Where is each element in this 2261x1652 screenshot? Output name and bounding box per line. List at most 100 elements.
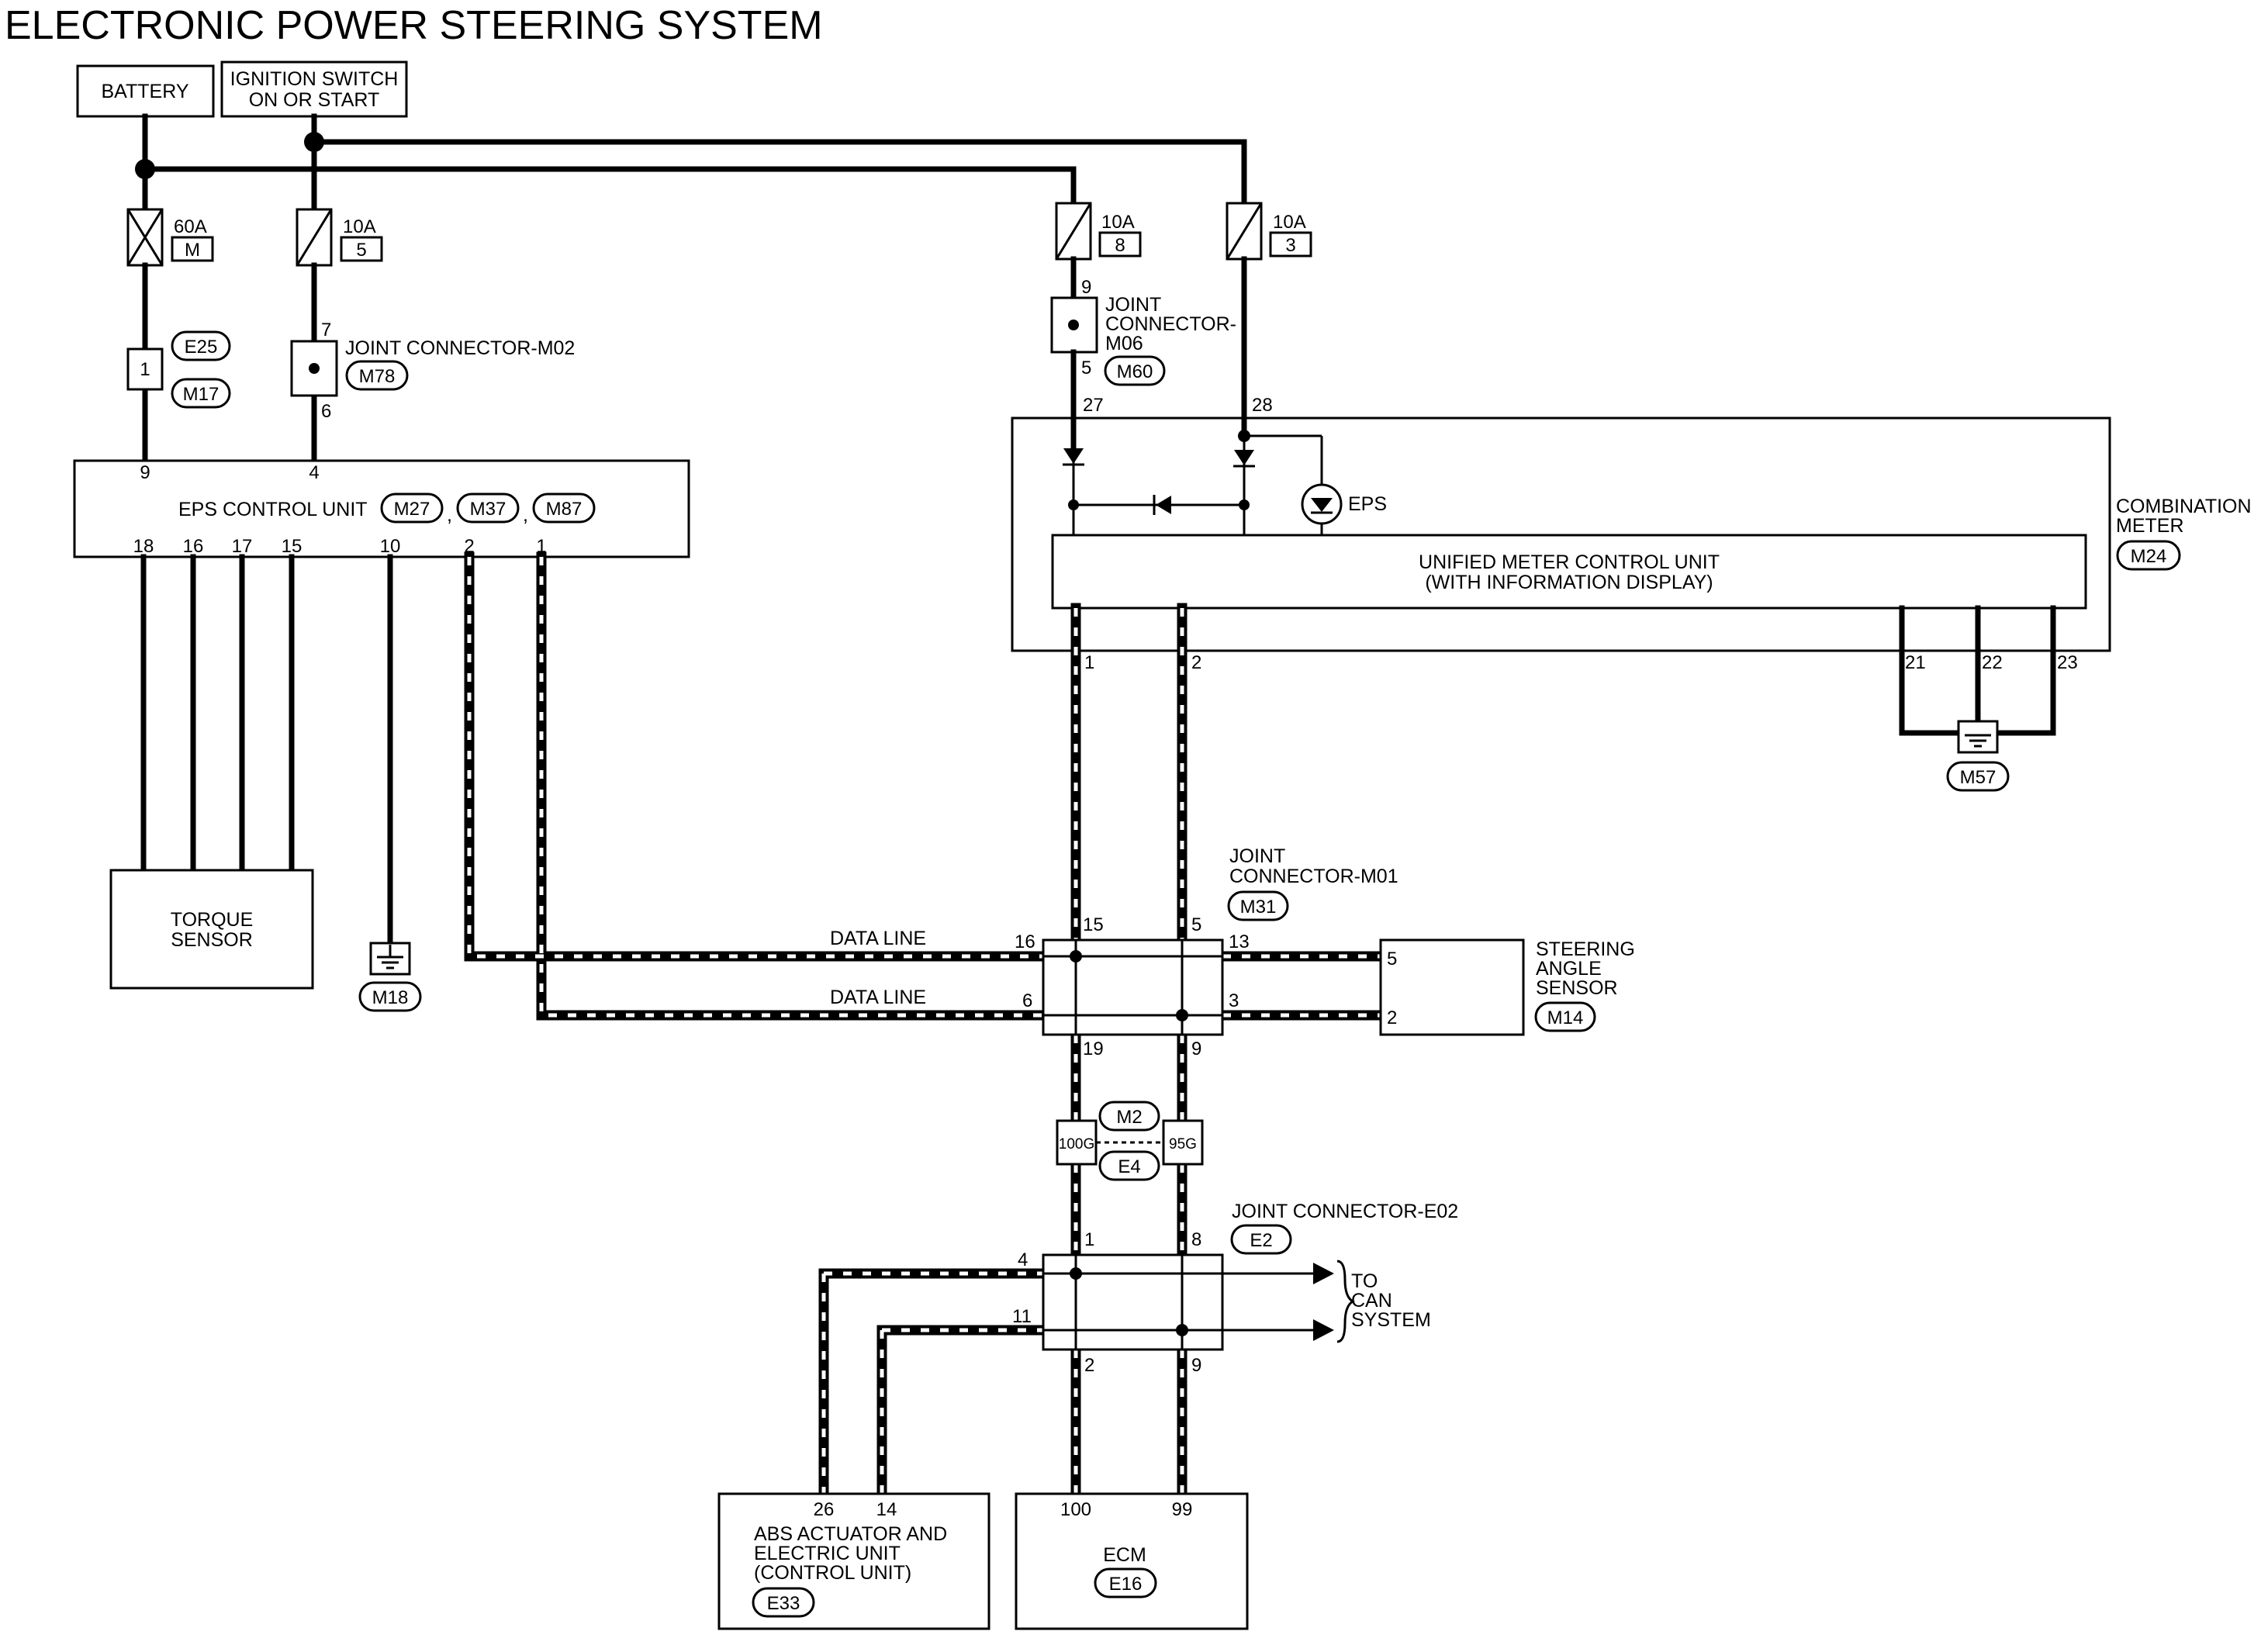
abs-label-line3: (CONTROL UNIT) [754,1562,911,1584]
pin-15-m01: 15 [1083,914,1104,935]
to-can-line1: TO [1351,1270,1378,1292]
to-can-arrow-1 [1313,1263,1334,1284]
pin-16-m01: 16 [1015,931,1035,952]
comma-2: , [523,504,528,526]
sas-label-line3: SENSOR [1536,977,1618,999]
connector-m60-label: M60 [1117,361,1153,382]
pin-2-e02: 2 [1084,1355,1094,1376]
eps-control-unit-label: EPS CONTROL UNIT [178,499,368,520]
pin-1-e02: 1 [1084,1229,1094,1250]
data-line-label-2: DATA LINE [830,987,926,1008]
abs-actuator-unit: 26 14 ABS ACTUATOR AND ELECTRIC UNIT (CO… [717,1492,990,1630]
pin-6: 6 [321,401,331,422]
torque-sensor-line2: SENSOR [171,929,253,951]
comma-1: , [447,504,452,526]
eps-pin-17: 17 [232,536,253,557]
eps-pin-18: 18 [133,536,154,557]
fuse-60a-location: M [185,240,200,261]
abs-label-line1: ABS ACTUATOR AND [754,1523,947,1545]
joint-connector-e02-label: JOINT CONNECTOR-E02 [1232,1201,1458,1222]
abs-label-line2: ELECTRIC UNIT [754,1543,901,1564]
pin-9-e02: 9 [1191,1355,1201,1376]
splice-battery [135,159,155,179]
to-can-line3: SYSTEM [1351,1309,1431,1331]
ecm-pin-100: 100 [1060,1499,1091,1520]
pin-11-e02: 11 [1012,1306,1032,1327]
pin-7: 7 [321,320,331,340]
joint-connector-m02-label: JOINT CONNECTOR-M02 [345,337,575,359]
eps-lamp-label: EPS [1348,493,1387,515]
umcu-label-line2: (WITH INFORMATION DISPLAY) [1425,572,1713,593]
connector-m37-label: M37 [470,499,506,520]
ecm-unit: 100 99 ECM E16 [1015,1492,1249,1630]
connector-e16-label: E16 [1109,1574,1143,1595]
eps-pin-16: 16 [183,536,204,557]
pin-28: 28 [1252,395,1273,416]
eps-control-unit: 9 4 EPS CONTROL UNIT M27 , M37 , M87 18 … [73,459,690,558]
fuse-60a-rating: 60A [174,216,207,237]
connector-e33-label: E33 [767,1593,800,1614]
sas-pin-5: 5 [1387,949,1397,969]
eps-pin-10: 10 [380,536,401,557]
combination-meter: 27 28 UNIFIED METER CONTROL UNIT (WITH I… [1011,395,2252,652]
pin-13-m01: 13 [1229,931,1250,952]
pin-9-m01: 9 [1191,1039,1201,1059]
abs-pin-14: 14 [876,1499,897,1520]
torque-sensor-wires [140,554,295,873]
torque-sensor-line1: TORQUE [171,909,254,931]
inline-connector-pin: 1 [140,359,150,380]
battery-source: BATTERY [76,64,215,118]
fuse-10a-5-location: 5 [356,240,366,261]
joint-connector-m06: 9 5 JOINT CONNECTOR- M06 M60 [1050,256,1236,453]
fuse-10a-3-rating: 10A [1273,212,1306,233]
ground-m57-label: M57 [1960,767,1997,788]
joint-connector-m01-line2: CONNECTOR-M01 [1229,866,1398,887]
sas-label-line1: STEERING [1536,938,1635,960]
connector-e2-label: E2 [1250,1230,1272,1251]
harness-connector-m2-e4: 100G 95G M2 E4 [1056,1101,1204,1181]
connector-e4-label: E4 [1118,1156,1140,1177]
pin-19-m01: 19 [1083,1039,1104,1059]
pin-27: 27 [1083,395,1104,416]
fuse-10a-5-rating: 10A [343,216,376,237]
sas-pin-2: 2 [1387,1007,1397,1028]
umcu-label-line1: UNIFIED METER CONTROL UNIT [1419,551,1720,573]
fuse-10a-3-location: 3 [1285,235,1295,256]
ground-m18-label: M18 [372,987,409,1008]
ground-m18: M18 [358,554,422,1012]
fuse-10a-8: 10A 8 [1055,202,1142,261]
connector-m27-label: M27 [394,499,430,520]
combination-meter-line1: COMBINATION [2116,496,2252,517]
connector-m17-label: M17 [183,384,220,405]
diagram-title: ELECTRONIC POWER STEERING SYSTEM [5,3,823,48]
connector-m78-label: M78 [359,366,396,387]
combination-meter-line2: METER [2116,515,2184,537]
joint-connector-e02: TO CAN SYSTEM 1 8 4 11 2 9 JOINT CONNECT… [1012,1201,1458,1376]
pin-5-m06: 5 [1081,358,1091,378]
eps-pin-2: 2 [464,536,474,557]
pin-2-meter: 2 [1191,652,1201,673]
joint-connector-m01-line1: JOINT [1229,845,1285,867]
pin-4-e02: 4 [1018,1249,1028,1270]
fuse-10a-8-rating: 10A [1101,212,1135,233]
connector-m2-label: M2 [1116,1107,1142,1128]
pin-5-m01: 5 [1191,914,1201,935]
joint-connector-m06-line2: CONNECTOR- [1105,313,1236,335]
eps-pin-1: 1 [536,536,546,557]
pin-8-e02: 8 [1191,1229,1201,1250]
connector-m24-label: M24 [2131,546,2167,567]
pin-6-m01: 6 [1022,990,1032,1011]
eps-pin-15: 15 [282,536,303,557]
connector-e25-label: E25 [185,337,218,358]
eps-supply-wires [142,262,317,464]
abs-pin-26: 26 [814,1499,835,1520]
ecm-pin-99: 99 [1172,1499,1193,1520]
ecm-label: ECM [1103,1544,1146,1566]
ignition-label-line1: IGNITION SWITCH [230,68,399,90]
battery-label: BATTERY [102,81,189,102]
fuse-10a-8-location: 8 [1115,235,1125,256]
to-can-line2: CAN [1351,1290,1392,1312]
to-can-arrow-2 [1313,1319,1334,1341]
torque-sensor: TORQUE SENSOR [109,869,314,990]
fuse-10a-5: 10A 5 [296,208,383,267]
